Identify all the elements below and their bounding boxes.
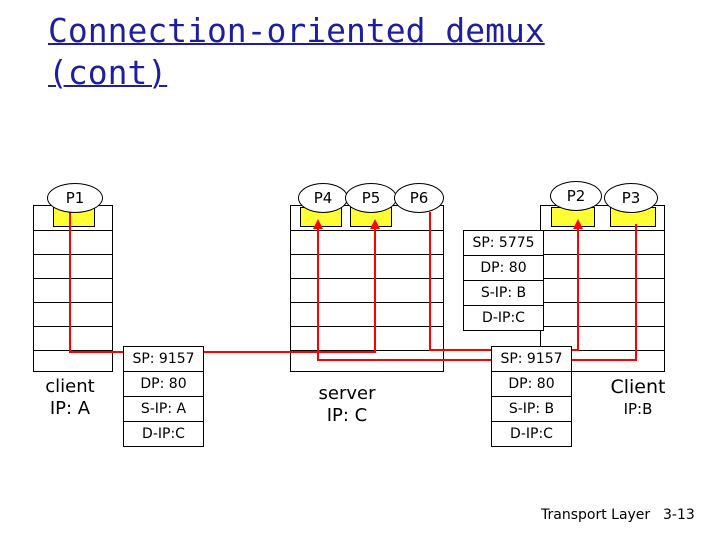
process-p4-label: P4 <box>313 189 333 207</box>
footer-page-number: 3-13 <box>663 507 695 523</box>
segment-header-b2-to-c: SP: 9157 DP: 80 S-IP: B D-IP:C <box>491 346 572 447</box>
process-p5: P5 <box>345 183 397 213</box>
process-p1: P1 <box>47 183 103 213</box>
dest-port: DP: 80 <box>464 255 543 280</box>
client-b-name: Client <box>610 376 666 398</box>
arrowhead-p5 <box>370 219 380 229</box>
source-port: SP: 5775 <box>472 235 535 251</box>
process-p5-label: P5 <box>361 189 381 207</box>
client-a-label: client IP: A <box>30 376 110 420</box>
dest-port: DP: 80 <box>124 371 203 396</box>
client-b-label: Client IP:B <box>590 376 686 420</box>
source-ip: S-IP: B <box>492 396 571 421</box>
source-ip: S-IP: A <box>124 396 203 421</box>
client-a-name: client <box>45 376 95 397</box>
server-name: server <box>318 383 376 404</box>
process-p1-label: P1 <box>65 189 85 207</box>
process-p3: P3 <box>604 183 658 213</box>
process-p3-label: P3 <box>621 189 641 207</box>
server-c-host <box>290 205 444 372</box>
dest-ip: D-IP:C <box>492 421 571 446</box>
process-p6-label: P6 <box>409 189 429 207</box>
dest-ip: D-IP:C <box>124 421 203 446</box>
server-ip: IP: C <box>326 405 368 426</box>
title-line-1: Connection-oriented demux <box>48 11 545 50</box>
footer-section: Transport Layer <box>541 507 651 523</box>
arrowhead-p2 <box>573 219 583 229</box>
client-a-ip: IP: A <box>49 398 91 419</box>
segment-header-a-to-c: SP: 9157 DP: 80 S-IP: A D-IP:C <box>123 346 204 447</box>
source-port: SP: 9157 <box>132 351 195 367</box>
process-p4: P4 <box>298 183 348 213</box>
arrowhead-p4 <box>313 219 323 229</box>
page-title: Connection-oriented demux (cont) <box>48 10 545 94</box>
title-line-2: (cont) <box>48 53 168 92</box>
connection-b-p3 <box>317 224 637 361</box>
client-b-ip: IP:B <box>623 400 653 418</box>
client-a-host <box>33 205 113 372</box>
segment-header-b-to-c: SP: 5775 DP: 80 S-IP: B D-IP:C <box>463 230 544 331</box>
dest-ip: D-IP:C <box>464 305 543 330</box>
process-p6: P6 <box>394 183 444 213</box>
server-label: server IP: C <box>292 383 402 427</box>
connection-a-p1 <box>69 212 376 353</box>
process-p2-label: P2 <box>566 187 586 205</box>
source-port: SP: 9157 <box>500 351 563 367</box>
dest-port: DP: 80 <box>492 371 571 396</box>
process-p2: P2 <box>550 181 602 211</box>
source-ip: S-IP: B <box>464 280 543 305</box>
